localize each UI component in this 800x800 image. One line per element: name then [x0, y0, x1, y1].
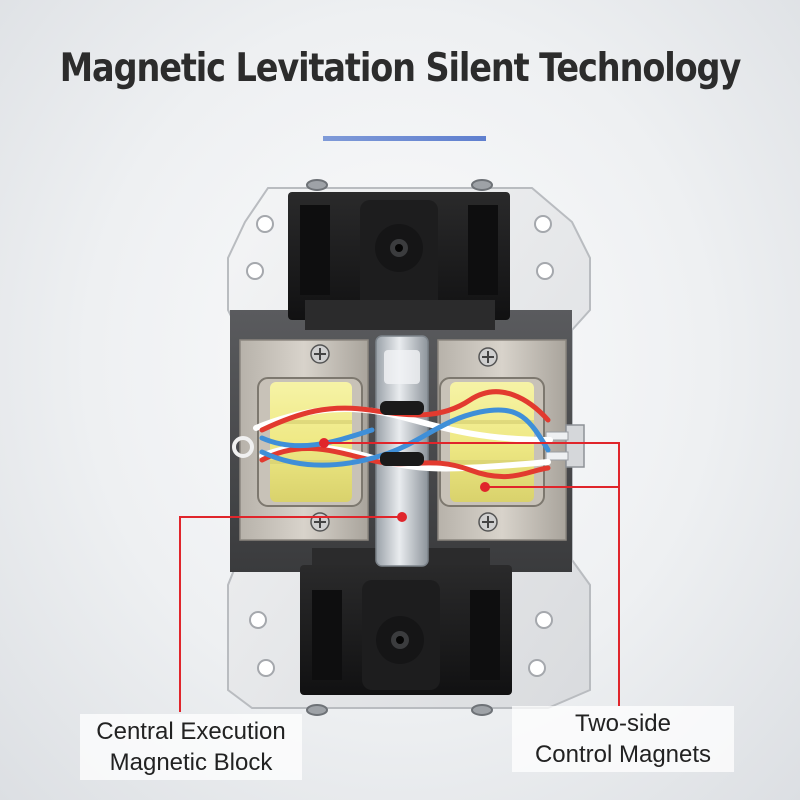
callout-side-line1: Two-side	[574, 710, 672, 737]
callout-lines	[179, 442, 620, 712]
callout-central-block: Central Execution Magnetic Block	[80, 714, 302, 780]
callout-side-line2: Control Magnets	[534, 741, 712, 768]
callout-control-magnets: Two-side Control Magnets	[512, 706, 734, 772]
bottom-diaphragm-cap	[300, 548, 512, 695]
side-connector	[545, 424, 585, 468]
central-magnetic-block	[375, 335, 429, 567]
page-title: Magnetic Levitation Silent Technology	[59, 46, 742, 91]
mounting-holes	[246, 215, 554, 677]
callout-dots	[319, 438, 490, 522]
coil-wires	[232, 389, 553, 480]
top-screws	[306, 179, 493, 716]
callout-central-line2: Magnetic Block	[109, 749, 273, 776]
callout-central-line1: Central Execution	[96, 718, 286, 745]
top-diaphragm-cap	[288, 192, 510, 330]
title-underline	[323, 136, 486, 141]
